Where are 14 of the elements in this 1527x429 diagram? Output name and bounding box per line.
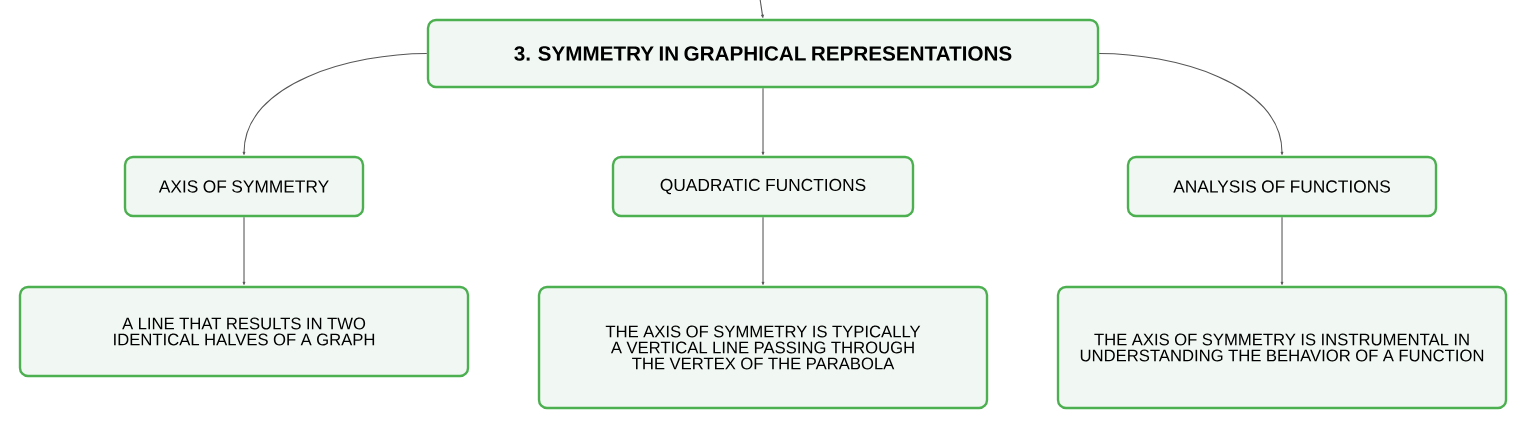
arrow — [759, 0, 764, 18]
description-box: A LINE THAT RESULTS IN TWO IDENTICAL HALVES OF A GRAPH — [18, 285, 470, 378]
arrow — [242, 216, 246, 285]
description-box: THE AXIS OF SYMMETRY IS TYPICALLY A VERTICAL LINE PASSING THROUGH THE VERTEX OF THE PARABOLA — [537, 285, 989, 410]
topic-box: AXIS OF SYMMETRY — [123, 155, 365, 218]
arrow — [242, 52, 428, 155]
arrow — [1098, 52, 1284, 155]
arrow — [1280, 216, 1284, 285]
arrow — [761, 216, 765, 285]
topic-box: ANALYSIS OF FUNCTIONS — [1126, 155, 1438, 218]
description-box: THE AXIS OF SYMMETRY IS INSTRUMENTAL IN UNDERSTANDING THE BEHAVIOR OF A FUNCTION — [1056, 285, 1508, 410]
arrow — [761, 87, 765, 155]
topic-box: QUADRATIC FUNCTIONS — [611, 155, 915, 218]
title-box: 3. SYMMETRY IN GRAPHICAL REPRESENTATIONS — [426, 18, 1100, 89]
